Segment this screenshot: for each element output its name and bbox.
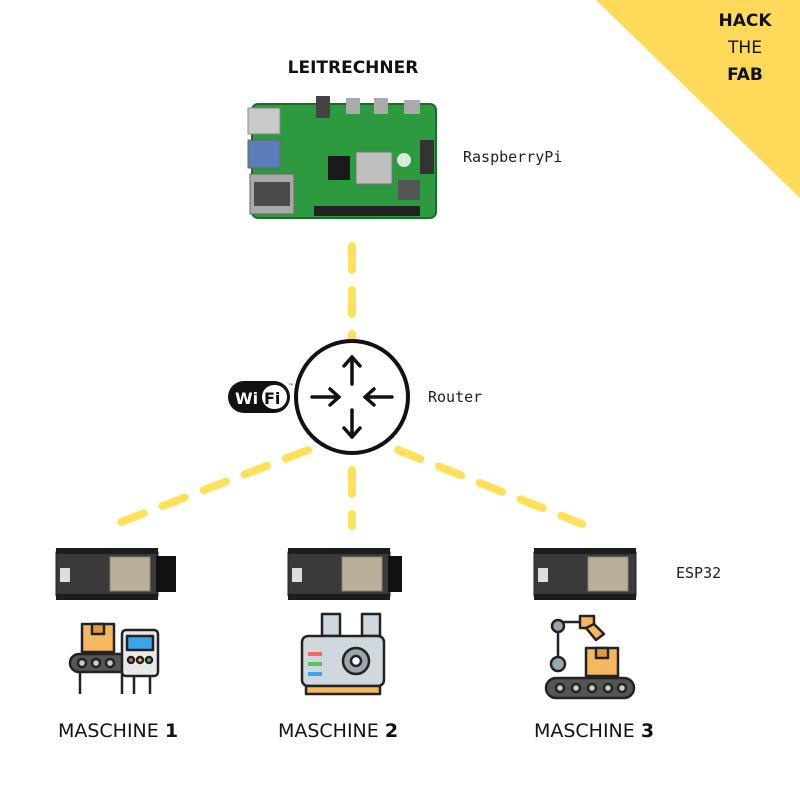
machine-1-icon — [68, 622, 160, 694]
machine-2-name: MASCHINE — [277, 720, 379, 742]
esp32-board-2 — [287, 548, 402, 600]
machine-2-number: 2 — [384, 720, 399, 742]
brand-line-1: HACK — [718, 11, 772, 31]
link-router-machine-3 — [394, 446, 586, 528]
brand-line-3: FAB — [727, 65, 763, 85]
wifi-logo-text-fi: Fi — [264, 389, 280, 408]
machine-3-name: MASCHINE — [533, 720, 635, 742]
esp32-board-3 — [533, 548, 637, 600]
esp32-board-1 — [55, 548, 176, 600]
machine-1-name: MASCHINE — [57, 720, 159, 742]
machine-3-number: 3 — [640, 720, 655, 742]
connections — [112, 242, 586, 530]
machine-2-icon — [300, 612, 386, 696]
corner-banner — [596, 0, 800, 198]
link-router-machine-1 — [112, 446, 312, 528]
machine-2-label: MASCHINE 2 — [248, 720, 428, 742]
machine-3-label: MASCHINE 3 — [504, 720, 684, 742]
brand-line-2: THE — [728, 38, 762, 58]
wifi-tm: ™ — [288, 383, 294, 390]
machine-1-number: 1 — [164, 720, 179, 742]
router-icon — [294, 339, 410, 455]
esp-label: ESP32 — [676, 564, 722, 582]
machine-1-label: MASCHINE 1 — [28, 720, 208, 742]
controller-title: LEITRECHNER — [287, 58, 419, 78]
controller-device-label: RaspberryPi — [463, 148, 563, 166]
wifi-logo-text-wi: Wi — [235, 389, 258, 408]
router-label: Router — [428, 388, 483, 406]
wifi-logo-icon: Wi Fi ™ — [228, 381, 294, 413]
raspberry-pi-board — [247, 96, 437, 219]
machine-3-icon — [544, 614, 636, 700]
